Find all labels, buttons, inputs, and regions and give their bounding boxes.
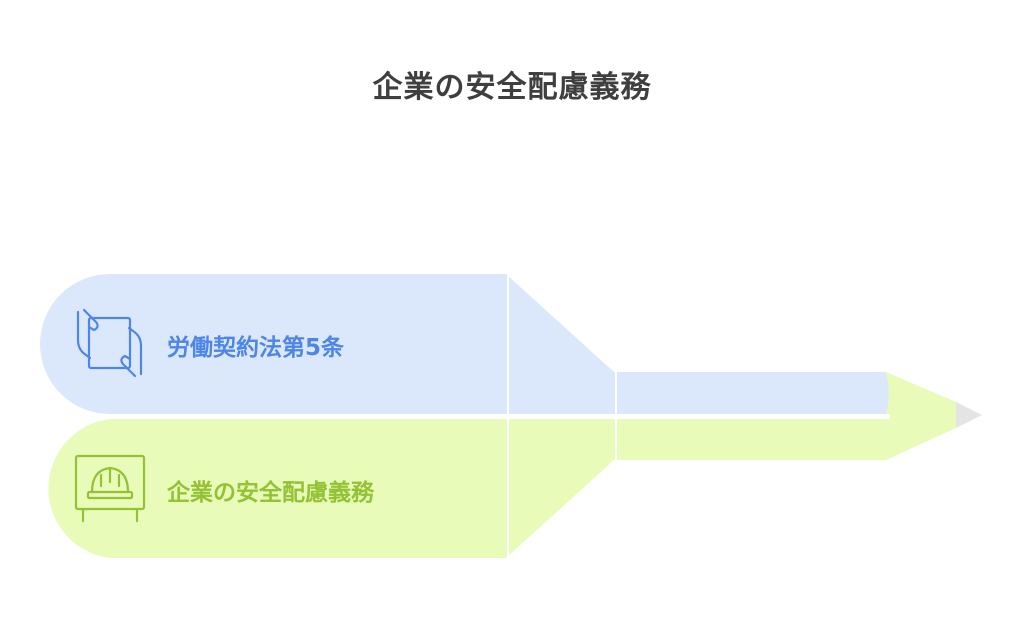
pencil-tip <box>886 372 956 460</box>
pencil-tip-lead <box>956 402 982 428</box>
hands-document-icon <box>76 308 143 378</box>
page-title: 企業の安全配慮義務 <box>372 70 652 105</box>
row-1-band <box>40 274 889 414</box>
row-2-label: 企業の安全配慮義務 <box>167 480 374 506</box>
hard-hat-sign-icon <box>74 454 146 523</box>
row-1-label: 労働契約法第5条 <box>167 335 345 361</box>
row-2-band <box>48 419 889 558</box>
